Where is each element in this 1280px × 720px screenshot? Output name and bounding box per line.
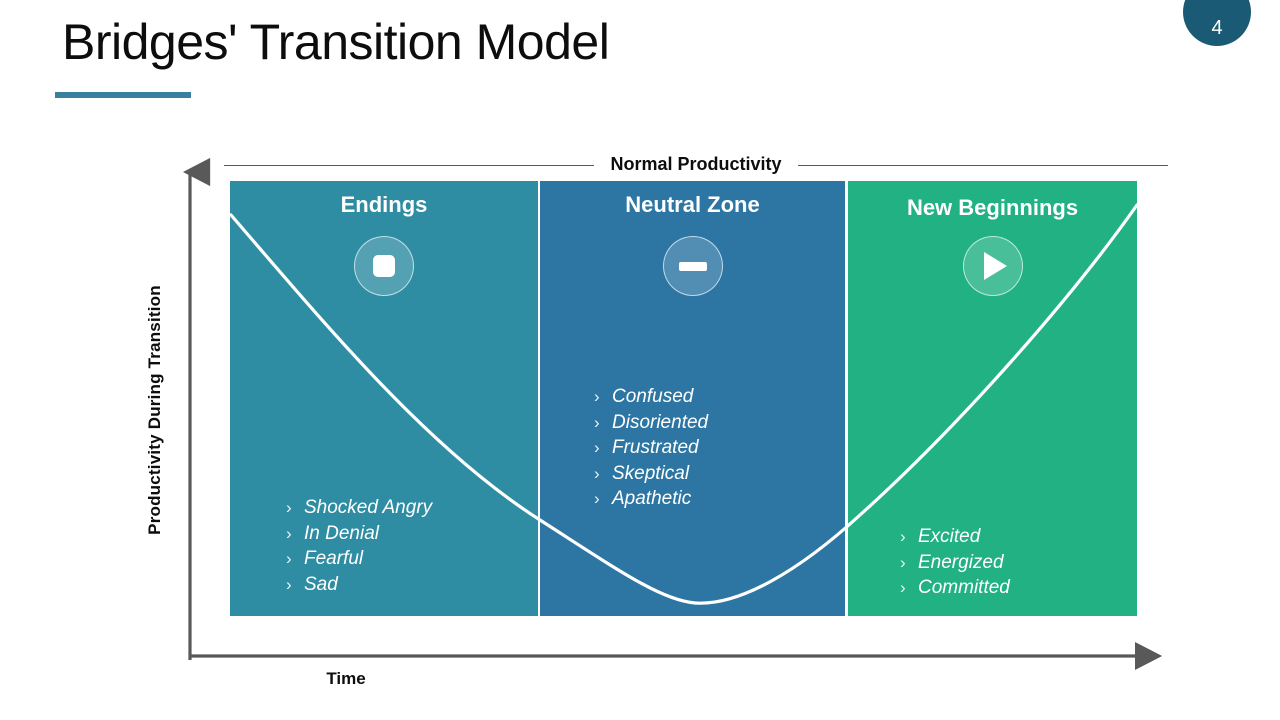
chevron-right-icon: ›: [594, 438, 600, 457]
page-number-text: 4: [1211, 17, 1223, 39]
list-item: › Shocked Angry: [286, 495, 538, 521]
list-item: › Fearful: [286, 546, 538, 572]
x-axis-label-text: Time: [326, 669, 366, 688]
list-item: › Skeptical: [594, 461, 845, 487]
normal-productivity-reference: Normal Productivity: [224, 152, 1169, 178]
phase-bullets-endings: › Shocked Angry › In Denial › Fearful › …: [230, 495, 538, 597]
list-item: › In Denial: [286, 521, 538, 547]
phase-heading-new-beginnings: New Beginnings: [906, 195, 1079, 220]
chevron-right-icon: ›: [286, 498, 292, 517]
x-axis-label: Time: [0, 669, 1280, 689]
list-item: › Disoriented: [594, 410, 845, 436]
pause-icon: [662, 236, 723, 296]
list-item-label: Apathetic: [612, 488, 692, 509]
chevron-right-icon: ›: [594, 387, 600, 406]
phase-heading-endings: Endings: [340, 192, 428, 217]
phase-heading-neutral-zone: Neutral Zone: [625, 192, 760, 217]
list-item-label: Disoriented: [612, 411, 709, 433]
list-item: › Apathetic: [594, 486, 845, 512]
reference-line-label: Normal Productivity: [610, 153, 782, 174]
chevron-right-icon: ›: [286, 523, 292, 543]
play-icon-glyph: [984, 252, 1007, 280]
stop-icon-glyph: [373, 255, 395, 277]
list-item-label: In Denial: [304, 522, 379, 544]
page-title: Bridges' Transition Model: [62, 14, 610, 70]
chevron-right-icon: ›: [594, 489, 600, 508]
list-item-label: Frustrated: [612, 437, 699, 458]
reference-line-right: [797, 164, 1169, 166]
pause-icon-glyph: [678, 261, 707, 271]
list-item: › Confused: [594, 384, 845, 410]
title-underline-rule: [55, 92, 191, 98]
list-item-label: Confused: [612, 386, 694, 407]
list-item-label: Fearful: [304, 548, 364, 569]
y-axis-label-text: Productivity During Transition: [145, 285, 164, 535]
y-axis-label: Productivity During Transition: [143, 225, 167, 595]
list-item: › Frustrated: [594, 435, 845, 461]
phase-bullets-new-beginnings: › Excited › Energized › Committed: [848, 524, 1137, 601]
chevron-right-icon: ›: [594, 412, 600, 432]
stop-icon: [354, 236, 414, 296]
list-item-label: Shocked Angry: [304, 497, 433, 518]
list-item: › Sad: [286, 572, 538, 598]
chevron-right-icon: ›: [286, 549, 292, 568]
phase-panel-endings[interactable]: Endings › Shocked Angry › In Denial › Fe…: [230, 181, 538, 616]
chevron-right-icon: ›: [900, 578, 906, 597]
list-item-label: Excited: [918, 526, 981, 547]
chevron-right-icon: ›: [900, 552, 906, 572]
list-item: › Committed: [900, 575, 1137, 601]
phase-panel-neutral-zone[interactable]: Neutral Zone › Confused › Disoriented › …: [540, 181, 845, 616]
chevron-right-icon: ›: [286, 574, 292, 594]
chevron-right-icon: ›: [900, 527, 906, 546]
chevron-right-icon: ›: [594, 463, 600, 483]
list-item-label: Skeptical: [612, 462, 690, 484]
list-item-label: Committed: [918, 577, 1010, 598]
list-item: › Excited: [900, 524, 1137, 550]
phase-panel-new-beginnings[interactable]: New Beginnings › Excited › Energized › C…: [848, 181, 1137, 616]
list-item-label: Energized: [918, 551, 1004, 573]
play-icon: [962, 236, 1023, 296]
list-item-label: Sad: [304, 573, 338, 595]
reference-line-left: [224, 164, 595, 166]
phase-bullets-neutral-zone: › Confused › Disoriented › Frustrated › …: [540, 384, 845, 512]
list-item: › Energized: [900, 550, 1137, 576]
